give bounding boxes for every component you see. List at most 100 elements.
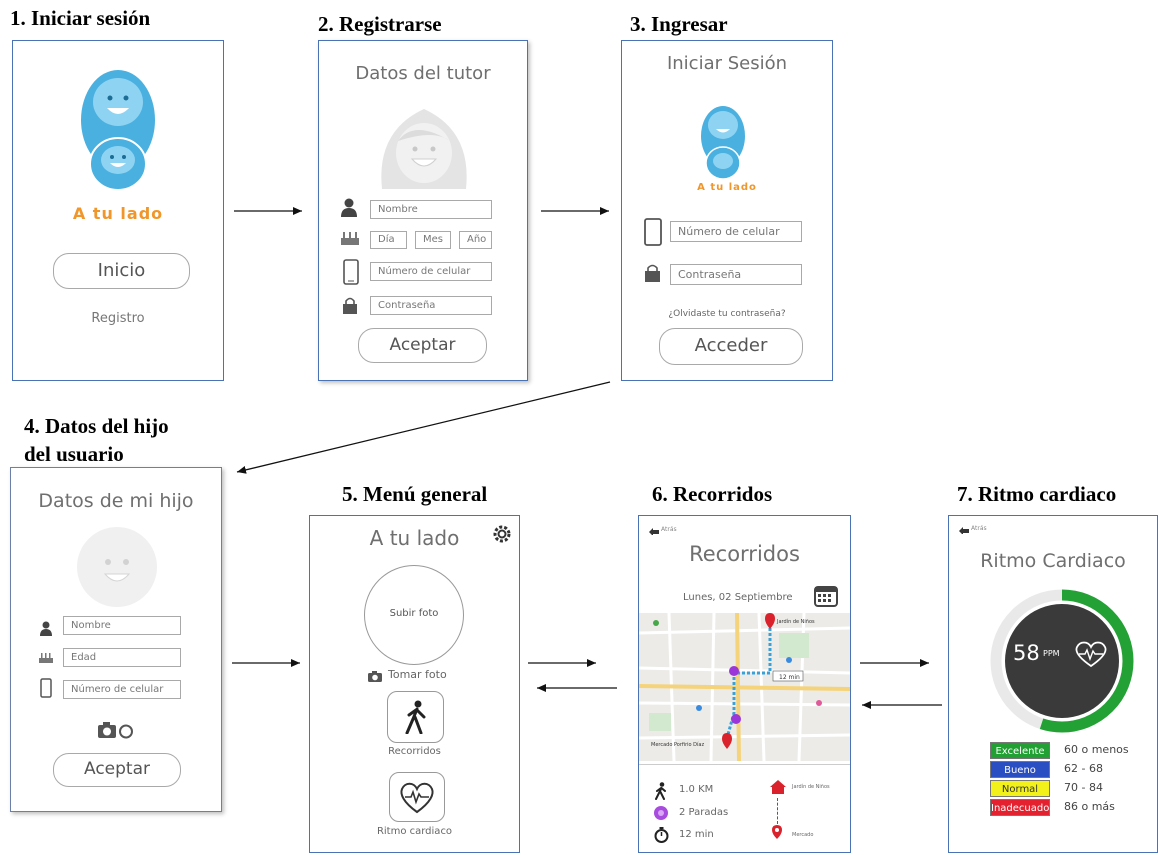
screen-heart-rate: Atrás Ritmo Cardiaco 58 PPM Excelente 60 … [948, 515, 1158, 853]
screen-title: Recorridos [689, 542, 800, 566]
level-range-normal: 70 - 84 [1064, 781, 1103, 794]
heart-icon [1075, 641, 1107, 668]
camera-icon [368, 671, 382, 682]
screen-child-data: Datos de mi hijo Nombre Edad Número de c… [10, 467, 222, 812]
heart-rate-label: Ritmo cardiaco [376, 826, 453, 837]
screen-register: Datos del tutor Nombre Día Mes Año Númer… [318, 40, 528, 381]
heart-rate-gauge [990, 589, 1134, 733]
year-field[interactable]: Año [459, 231, 492, 249]
month-field[interactable]: Mes [415, 231, 451, 249]
back-icon[interactable] [648, 527, 660, 535]
heart-icon [400, 782, 434, 814]
walking-icon [655, 782, 666, 800]
caption-register: 2. Registrarse [318, 12, 442, 36]
bpm-value: 58 [1013, 641, 1040, 665]
screen-routes: Atrás Recorridos Lunes, 02 Septiembre 12… [638, 515, 851, 853]
phone-field[interactable]: Número de celular [63, 680, 181, 699]
location-pin-icon [772, 825, 782, 839]
caption-general-menu: 5. Menú general [342, 482, 488, 506]
caption-heart-rate: 7. Ritmo cardiaco [957, 482, 1117, 506]
phone-field[interactable]: Número de celular [670, 221, 802, 242]
upload-photo-button[interactable]: Subir foto [364, 565, 464, 665]
routes-button[interactable] [387, 691, 444, 743]
level-range-inadecuado: 86 o más [1064, 800, 1115, 813]
phone-icon [40, 678, 52, 698]
caption-routes: 6. Recorridos [652, 482, 773, 506]
name-field[interactable]: Nombre [370, 200, 492, 219]
level-badge-excelente: Excelente [990, 742, 1050, 759]
date-label: Lunes, 02 Septiembre [683, 592, 793, 603]
map-time-badge: 12 min [779, 674, 800, 681]
avatar-female-icon [381, 109, 467, 189]
lock-icon [343, 297, 357, 314]
route-line [777, 798, 778, 824]
level-badge-bueno: Bueno [990, 761, 1050, 778]
caption-enter: 3. Ingresar [630, 12, 728, 36]
start-button[interactable]: Inicio [53, 253, 190, 289]
user-icon [341, 198, 357, 217]
bpm-unit: PPM [1043, 649, 1060, 658]
gauge-progress-arc [990, 589, 1134, 733]
phone-icon [343, 259, 359, 285]
level-range-excelente: 60 o menos [1064, 743, 1129, 756]
avatar-child-icon [77, 527, 157, 607]
stops-value: 2 Paradas [679, 807, 729, 818]
accept-button[interactable]: Aceptar [358, 328, 487, 363]
user-icon [40, 621, 52, 636]
level-badge-inadecuado: Inadecuado [990, 799, 1050, 816]
accept-button[interactable]: Aceptar [53, 753, 181, 787]
screen-title: Ritmo Cardiaco [980, 550, 1126, 572]
take-photo-link[interactable]: Tomar foto [388, 668, 447, 681]
screen-login: A tu lado Inicio Registro [12, 40, 224, 381]
map-place-kinder: Jardín de Niños [776, 618, 815, 625]
logo-icon [701, 106, 745, 180]
password-field[interactable]: Contraseña [670, 264, 802, 285]
age-field[interactable]: Edad [63, 648, 181, 667]
birthday-cake-icon [39, 653, 53, 663]
time-value: 12 min [679, 829, 714, 840]
calendar-icon[interactable] [814, 585, 838, 607]
phone-icon [644, 218, 662, 246]
back-icon[interactable] [958, 526, 970, 534]
login-button[interactable]: Acceder [659, 328, 803, 365]
camera-icon[interactable] [97, 721, 135, 739]
stops-icon [654, 806, 668, 820]
settings-icon[interactable] [491, 523, 513, 545]
name-field[interactable]: Nombre [63, 616, 181, 635]
walking-icon [405, 700, 426, 734]
destination-label: Mercado [792, 832, 814, 838]
password-field[interactable]: Contraseña [370, 296, 492, 315]
caption-child-data-2: del usuario [24, 442, 124, 466]
register-link[interactable]: Registro [91, 311, 145, 326]
screen-title: Iniciar Sesión [666, 53, 788, 74]
phone-field[interactable]: Número de celular [370, 262, 492, 281]
distance-value: 1.0 KM [679, 784, 714, 795]
logo-text: A tu lado [697, 182, 757, 193]
logo-text: A tu lado [72, 204, 164, 223]
level-badge-normal: Normal [990, 780, 1050, 797]
screen-title: Datos de mi hijo [38, 490, 194, 512]
home-icon [770, 780, 786, 794]
heart-rate-button[interactable] [389, 772, 445, 822]
level-range-bueno: 62 - 68 [1064, 762, 1103, 775]
arrow-3-to-4 [236, 381, 611, 474]
lock-icon [645, 264, 660, 282]
caption-login: 1. Iniciar sesión [10, 6, 151, 30]
timer-icon [654, 827, 669, 843]
routes-label: Recorridos [388, 746, 441, 757]
screen-enter: Iniciar Sesión A tu lado Número de celul… [621, 40, 833, 381]
day-field[interactable]: Día [370, 231, 407, 249]
logo-icon [81, 70, 155, 191]
forgot-password-link[interactable]: ¿Olvidaste tu contraseña? [668, 309, 786, 319]
caption-child-data-1: 4. Datos del hijo [24, 414, 169, 438]
screen-title: Datos del tutor [355, 63, 491, 84]
route-map[interactable]: 12 min Mercado Porfirio Díaz Jardín de N… [639, 613, 851, 761]
screen-general-menu: A tu lado Subir foto Tomar foto Recorrid… [309, 515, 520, 853]
map-place-market: Mercado Porfirio Díaz [651, 741, 704, 748]
screen-title: A tu lado [369, 526, 460, 550]
back-label[interactable]: Atrás [661, 526, 677, 533]
divider [639, 764, 850, 765]
back-label[interactable]: Atrás [971, 525, 987, 532]
birthday-cake-icon [341, 232, 359, 245]
origin-label: Jardín de Niños [792, 784, 830, 790]
